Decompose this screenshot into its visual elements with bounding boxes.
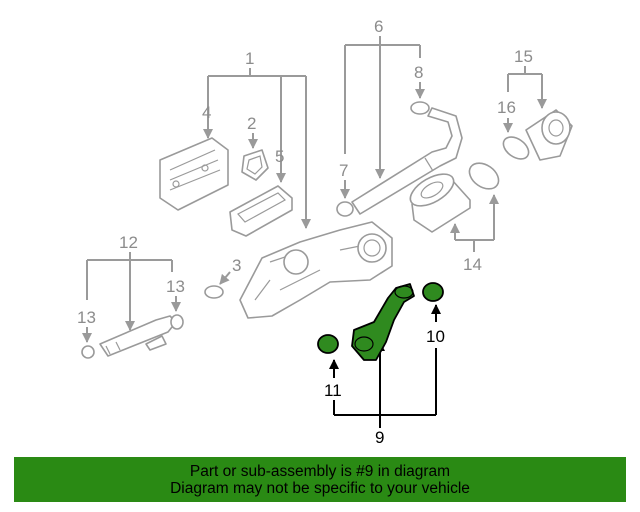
part-o-ring-13-right [170, 314, 184, 330]
callout-11: 11 [324, 381, 342, 400]
callout-3: 3 [232, 256, 241, 275]
callout-6: 6 [374, 17, 383, 36]
callout-13-right: 13 [166, 277, 185, 296]
part-gasket-2 [241, 149, 269, 181]
highlight-leader-lines [329, 304, 441, 428]
callout-1: 1 [245, 49, 254, 68]
callout-12: 12 [119, 233, 138, 252]
part-oil-cooler [159, 137, 229, 211]
callout-9: 9 [375, 428, 384, 447]
callout-4: 4 [202, 103, 211, 122]
part-9-pipe-highlighted [351, 283, 415, 361]
callout-14: 14 [463, 255, 482, 274]
part-tube-12 [99, 315, 177, 357]
banner-line-1: Part or sub-assembly is #9 in diagram [189, 462, 451, 480]
leader-lines [82, 36, 547, 343]
callout-16: 16 [497, 98, 516, 117]
part-seal-14 [468, 162, 500, 190]
callout-labels: 1 2 3 4 5 6 7 8 9 10 11 12 13 13 14 15 1… [77, 17, 533, 447]
part-seal-8 [410, 101, 430, 115]
part-10-seal-highlighted [422, 282, 444, 302]
part-o-ring-13-left [81, 345, 95, 359]
part-tube-6 [351, 107, 463, 215]
parts-diagram: 1 2 3 4 5 6 7 8 9 10 11 12 13 13 14 15 1… [77, 17, 573, 447]
part-filter-element [409, 173, 471, 233]
part-11-seal-highlighted [317, 334, 339, 354]
callout-2: 2 [247, 114, 256, 133]
callout-13-left: 13 [77, 308, 96, 327]
callout-15: 15 [514, 47, 533, 66]
callout-8: 8 [414, 63, 423, 82]
banner-line-2: Diagram may not be specific to your vehi… [170, 479, 470, 497]
part-o-ring-16 [502, 136, 530, 160]
part-filter-cap [525, 109, 573, 161]
part-oil-filter-housing [239, 221, 393, 319]
part-gasket-5 [229, 185, 293, 237]
part-o-ring-7 [336, 201, 354, 217]
callout-7: 7 [339, 161, 348, 180]
info-banner: Part or sub-assembly is #9 in diagram Di… [14, 457, 626, 502]
callout-10: 10 [426, 327, 445, 346]
callout-5: 5 [275, 147, 284, 166]
part-o-ring-3 [204, 285, 224, 299]
